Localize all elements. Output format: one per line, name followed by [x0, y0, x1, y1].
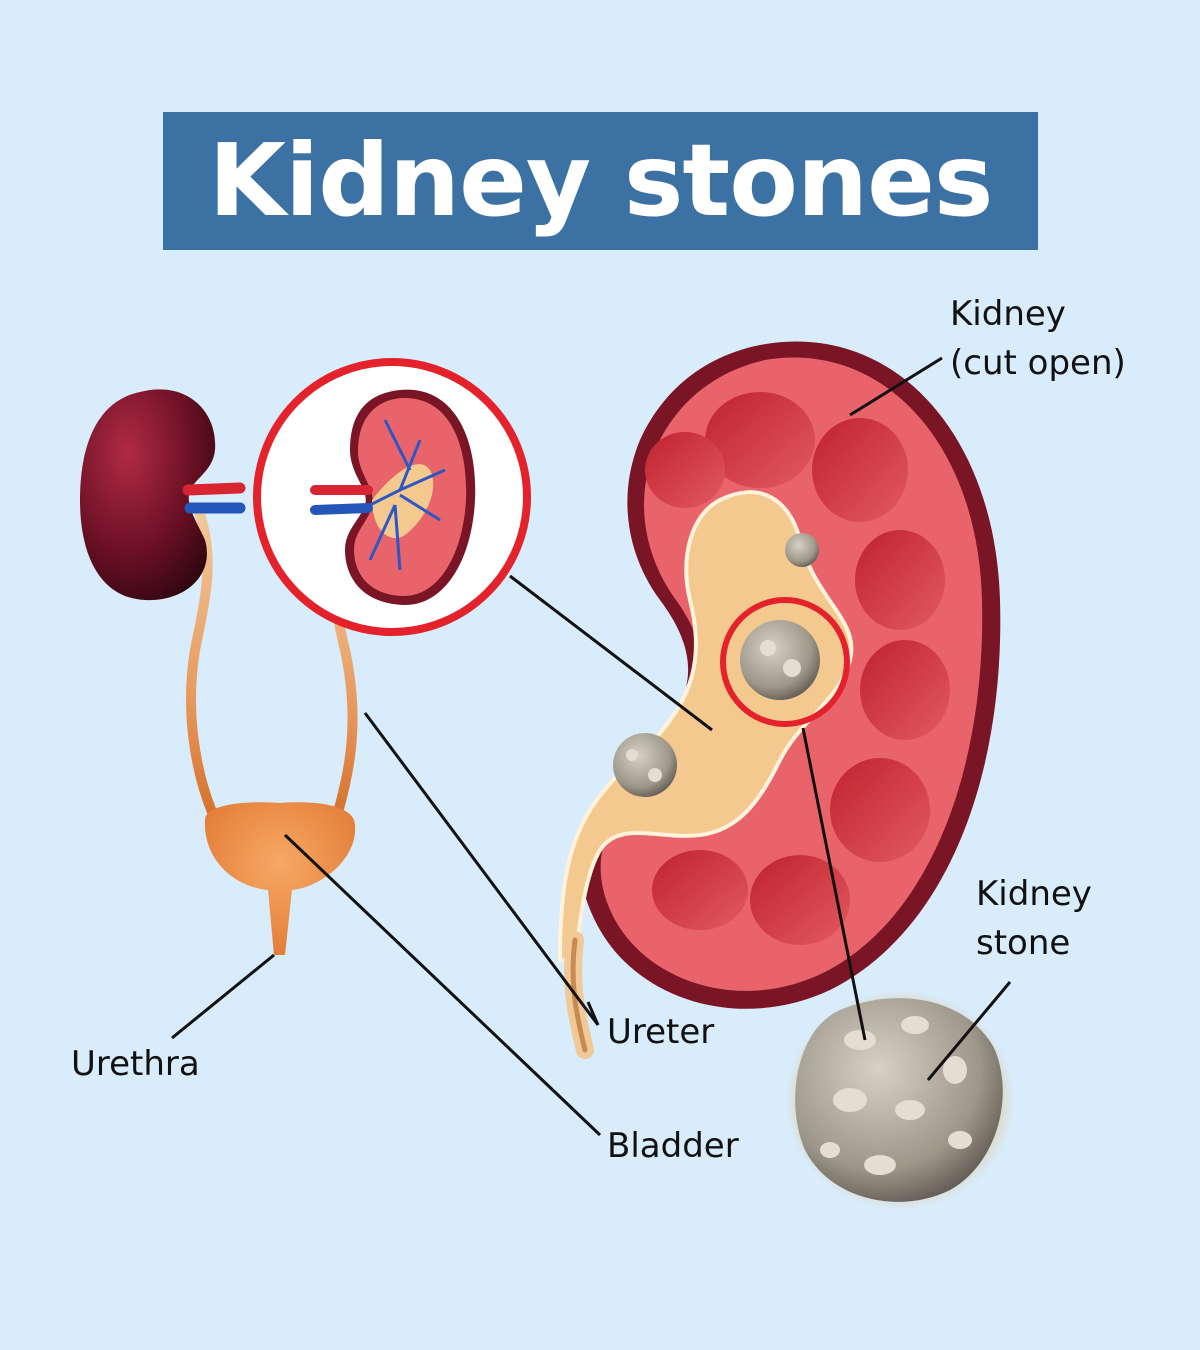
label-kidney-stone: Kidney stone: [976, 870, 1092, 969]
magnified-kidney-icon: [257, 362, 527, 632]
label-kidney-cut-open-line2: (cut open): [950, 339, 1126, 388]
highlighted-stone: [740, 620, 820, 700]
label-kidney-stone-line1: Kidney: [976, 870, 1092, 919]
label-kidney-stone-line2: stone: [976, 919, 1092, 968]
small-stone-lower: [613, 733, 677, 797]
leader-urethra: [172, 955, 274, 1038]
kidney-stone-icon: [785, 990, 1015, 1210]
page-title: Kidney stones: [209, 131, 993, 231]
label-ureter: Ureter: [607, 1008, 714, 1057]
leader-bladder: [285, 835, 600, 1135]
label-urethra: Urethra: [71, 1040, 200, 1089]
label-kidney-cut-open-line1: Kidney: [950, 290, 1126, 339]
title-banner: Kidney stones: [163, 112, 1038, 250]
kidney-cut-open: [560, 341, 1000, 1050]
label-kidney-cut-open: Kidney (cut open): [950, 290, 1126, 389]
leader-ureter-left: [365, 713, 598, 1025]
small-stone-upper: [785, 533, 819, 567]
label-bladder: Bladder: [607, 1122, 739, 1171]
renal-artery: [188, 488, 240, 490]
